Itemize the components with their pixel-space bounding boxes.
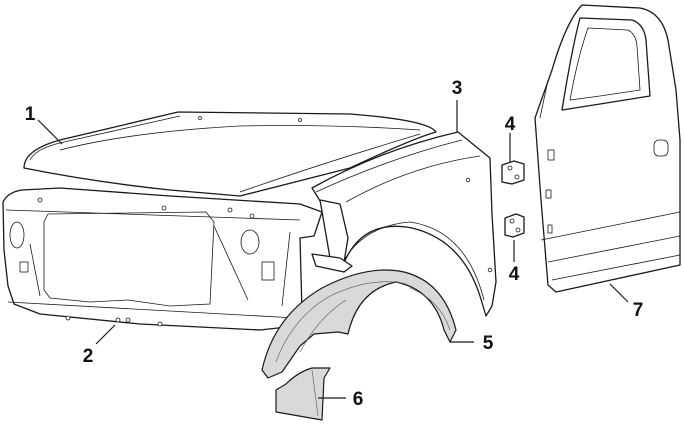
leader-line-7 bbox=[609, 283, 629, 303]
splash-shield-part bbox=[275, 367, 331, 421]
leader-line-1 bbox=[37, 119, 63, 145]
leader-line-2 bbox=[95, 324, 116, 345]
callout-door: 7 bbox=[633, 300, 644, 321]
callout-hinge-lower: 4 bbox=[509, 264, 520, 285]
radiator-support-part bbox=[2, 187, 323, 331]
inner-fender-liner-part bbox=[261, 269, 457, 379]
door-part bbox=[534, 4, 681, 293]
callout-radiator-support: 2 bbox=[83, 346, 94, 367]
callout-splash-shield: 6 bbox=[353, 389, 364, 410]
hinge-upper-part bbox=[501, 160, 525, 185]
callout-hood: 1 bbox=[25, 104, 36, 125]
callout-hinge-upper: 4 bbox=[505, 114, 516, 135]
callout-fender: 3 bbox=[452, 78, 463, 99]
fender-part bbox=[311, 131, 497, 317]
callout-inner-fender-liner: 5 bbox=[483, 333, 494, 354]
hinge-lower-part bbox=[504, 213, 525, 238]
